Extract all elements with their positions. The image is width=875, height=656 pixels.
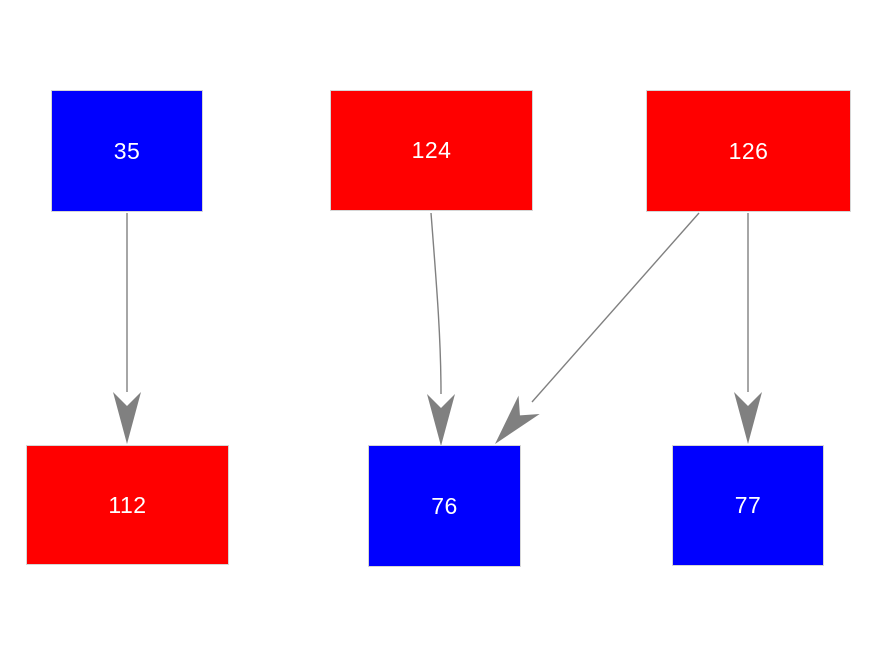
node-label: 112 xyxy=(108,491,147,518)
node-label: 126 xyxy=(728,137,769,164)
node-label: 76 xyxy=(431,492,458,519)
graph-node-35[interactable]: 35 xyxy=(51,90,203,212)
edge-124-to-76 xyxy=(430,212,442,395)
graph-node-126[interactable]: 126 xyxy=(646,90,851,212)
graph-node-112[interactable]: 112 xyxy=(26,445,229,565)
arrowhead-124-to-76 xyxy=(427,394,455,446)
arrowhead-35-to-112 xyxy=(113,392,141,444)
arrowhead-126-to-77 xyxy=(734,392,762,444)
node-label: 124 xyxy=(411,137,452,163)
graph-node-77[interactable]: 77 xyxy=(672,445,824,566)
edge-126-to-76 xyxy=(531,212,700,403)
graph-node-124[interactable]: 124 xyxy=(330,90,533,211)
graph-node-76[interactable]: 76 xyxy=(368,445,521,567)
node-label: 35 xyxy=(113,137,141,164)
node-label: 77 xyxy=(734,492,762,518)
